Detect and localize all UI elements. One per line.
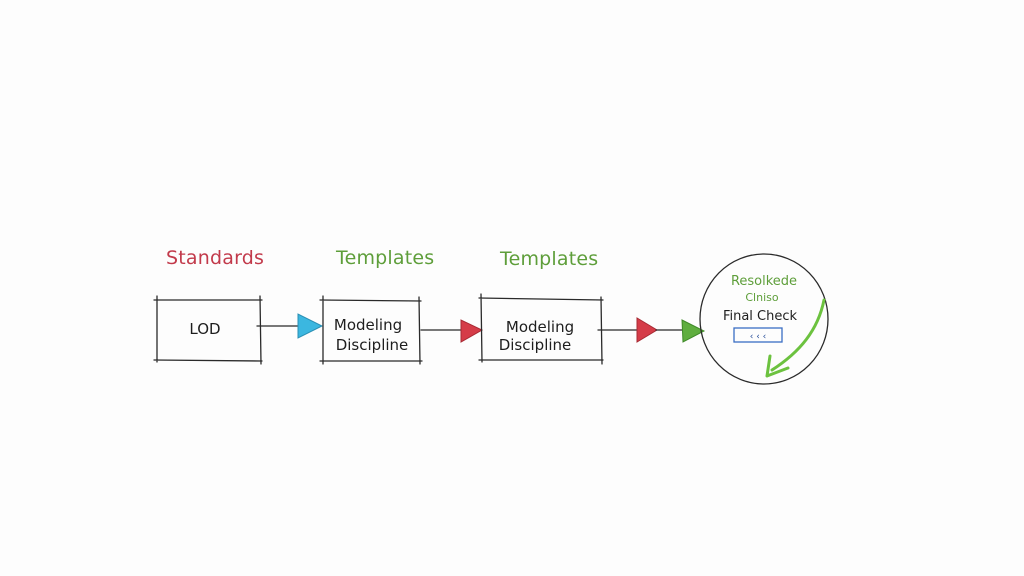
circle-title-line1: Resolkede — [731, 274, 797, 289]
modeling-box-1-line1: Modeling — [334, 316, 402, 334]
lod-box: LOD — [153, 295, 263, 365]
modeling-box-2: Modeling Discipline — [478, 293, 604, 365]
label-templates-1: Templates — [335, 247, 434, 269]
modeling-box-1: Modeling Discipline — [319, 295, 423, 365]
arrow-green-icon — [681, 319, 706, 343]
circle-title-line2: Clniso — [745, 291, 778, 304]
check-arrow-icon — [770, 298, 826, 372]
arrow-red-icon-1 — [460, 319, 484, 343]
arrow-red-icon-2 — [636, 317, 658, 343]
arrow-blue-icon — [297, 313, 324, 339]
final-check-mini-box-text: ‹ ‹ ‹ — [750, 332, 767, 342]
final-check-circle: Resolkede Clniso Final Check ‹ ‹ ‹ — [699, 253, 829, 385]
final-check-label: Final Check — [723, 309, 798, 324]
label-templates-2: Templates — [499, 248, 598, 270]
lod-box-label: LOD — [189, 320, 220, 338]
modeling-box-2-line1: Modeling — [506, 318, 574, 336]
check-arrowhead-icon — [765, 354, 790, 378]
final-check-mini-box — [733, 327, 783, 343]
modeling-box-1-line2: Discipline — [336, 336, 409, 354]
modeling-box-2-line2: Discipline — [499, 336, 572, 354]
label-standards: Standards — [166, 247, 264, 269]
